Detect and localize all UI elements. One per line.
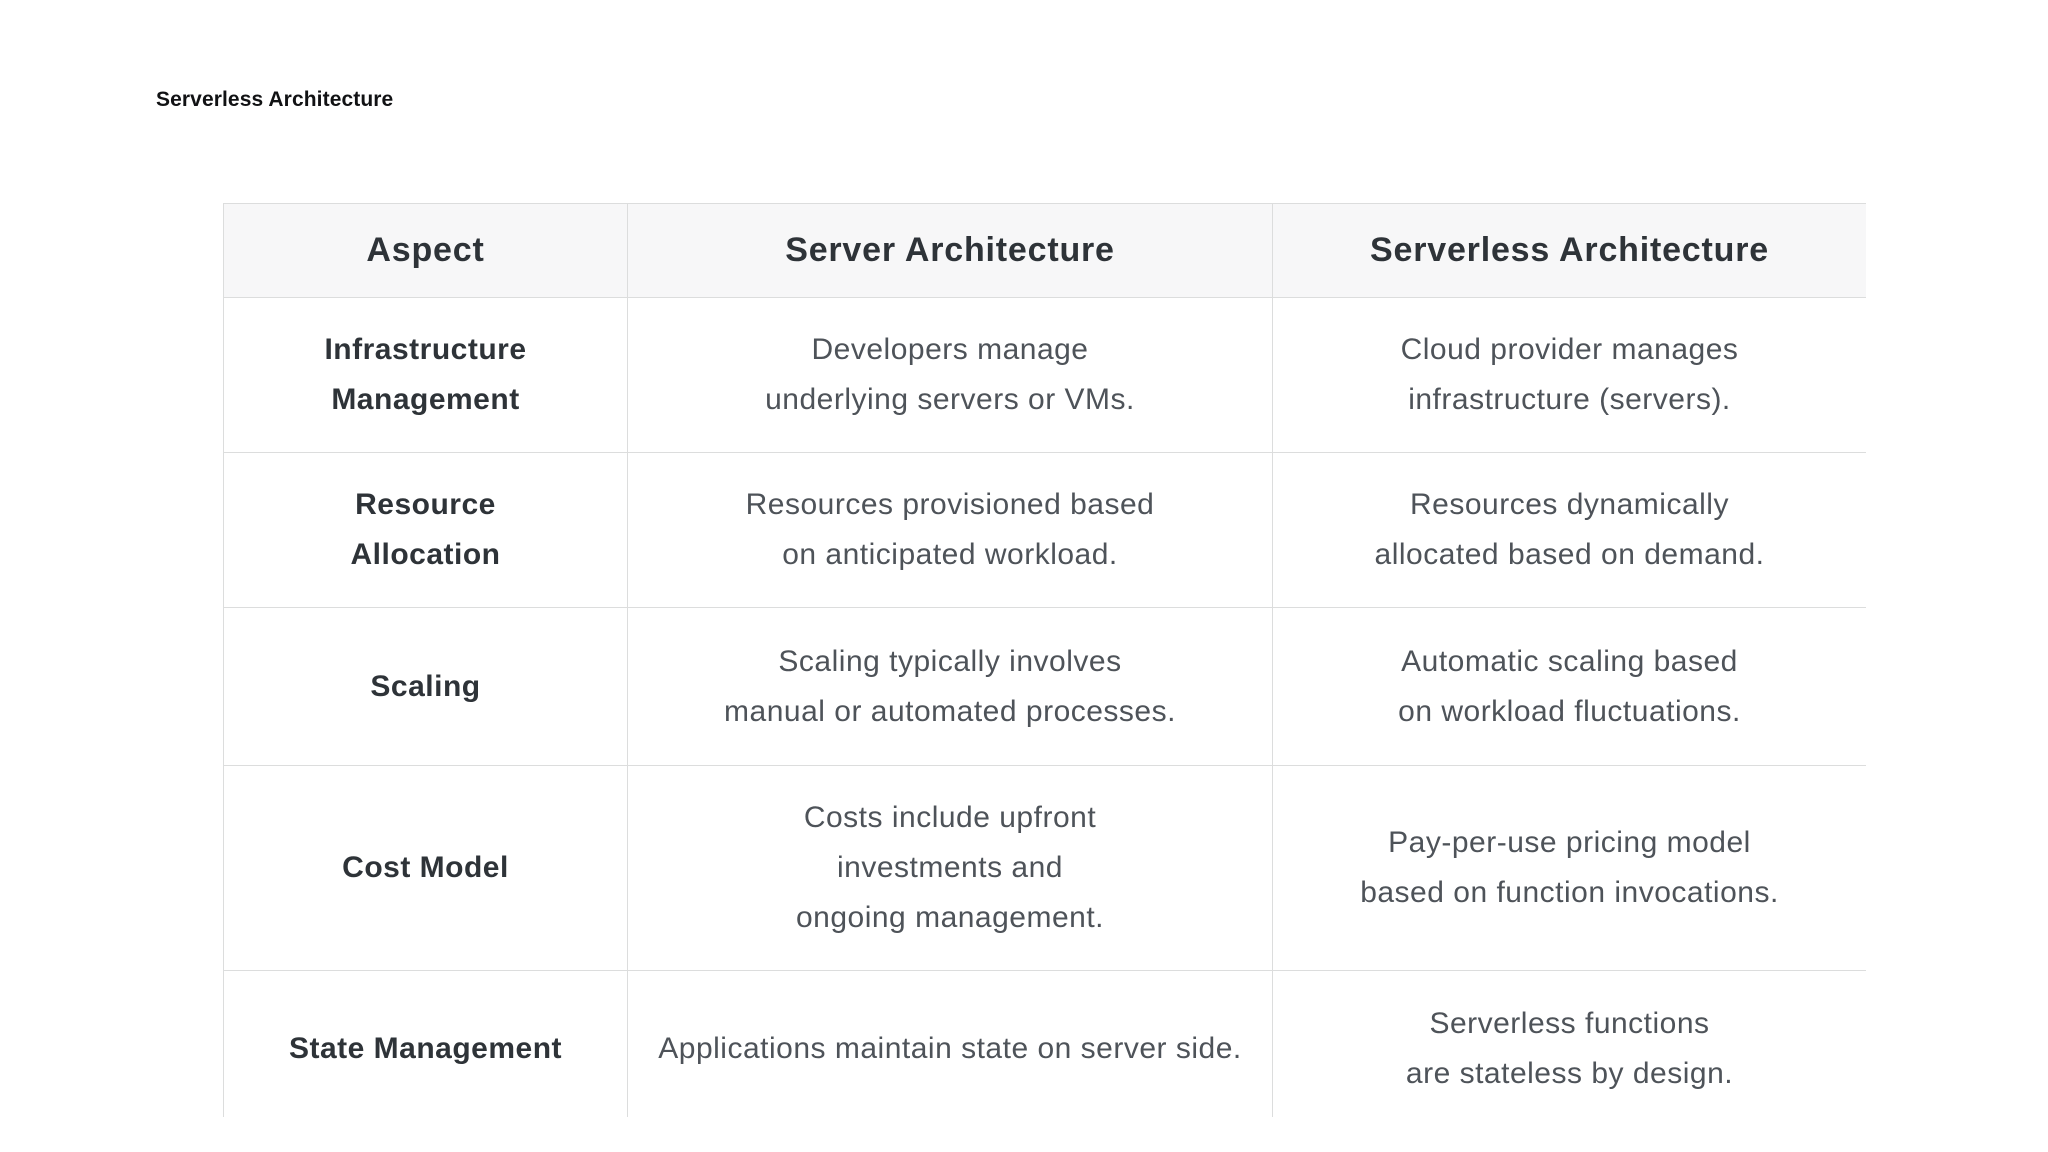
- row-label: State Management: [288, 1031, 563, 1065]
- table-row: Resource Allocation Resources provisione…: [224, 453, 1866, 608]
- cell-text: Pay-per-use pricing model based on funct…: [1360, 826, 1779, 909]
- cell-text: Cloud provider manages infrastructure (s…: [1400, 333, 1739, 416]
- column-header-label: Serverless Architecture: [1370, 231, 1769, 269]
- serverless-architecture-cell: Automatic scaling based on workload fluc…: [1273, 608, 1866, 765]
- cell-text: Scaling typically involves manual or aut…: [724, 644, 1176, 728]
- column-header-label: Aspect: [366, 231, 485, 269]
- cell-text: Developers manage underlying servers or …: [765, 333, 1135, 416]
- serverless-architecture-cell: Serverless functions are stateless by de…: [1273, 971, 1866, 1117]
- row-label-cell: State Management: [224, 971, 628, 1117]
- comparison-table: Aspect Server Architecture Serverless Ar…: [223, 203, 1866, 1117]
- cell-text: Applications maintain state on server si…: [658, 1031, 1242, 1065]
- serverless-architecture-cell: Resources dynamically allocated based on…: [1273, 453, 1866, 607]
- row-label: Scaling: [370, 669, 481, 703]
- server-architecture-cell: Resources provisioned based on anticipat…: [628, 453, 1273, 607]
- cell-text: Serverless functions are stateless by de…: [1405, 1006, 1734, 1090]
- row-label-cell: Scaling: [224, 608, 628, 765]
- column-header-label: Server Architecture: [785, 231, 1115, 269]
- row-label: Cost Model: [342, 851, 509, 884]
- serverless-architecture-cell: Pay-per-use pricing model based on funct…: [1273, 766, 1866, 970]
- column-header-serverless-architecture: Serverless Architecture: [1273, 204, 1866, 297]
- row-label: Infrastructure Management: [324, 333, 527, 416]
- cell-text: Costs include upfront investments and on…: [795, 801, 1105, 934]
- serverless-architecture-cell: Cloud provider manages infrastructure (s…: [1273, 298, 1866, 452]
- server-architecture-cell: Scaling typically involves manual or aut…: [628, 608, 1273, 765]
- row-label-cell: Cost Model: [224, 766, 628, 970]
- row-label-cell: Infrastructure Management: [224, 298, 628, 452]
- table-row: Cost Model Costs include upfront investm…: [224, 766, 1866, 971]
- column-header-aspect: Aspect: [224, 204, 628, 297]
- cell-text: Resources dynamically allocated based on…: [1374, 488, 1765, 571]
- table-row: Infrastructure Management Developers man…: [224, 298, 1866, 453]
- row-label-cell: Resource Allocation: [224, 453, 628, 607]
- cell-text: Automatic scaling based on workload fluc…: [1398, 644, 1741, 728]
- table-row: State Management Applications maintain s…: [224, 971, 1866, 1117]
- server-architecture-cell: Costs include upfront investments and on…: [628, 766, 1273, 970]
- table-row: Scaling Scaling typically involves manua…: [224, 608, 1866, 766]
- cell-text: Resources provisioned based on anticipat…: [745, 488, 1155, 571]
- page-title: Serverless Architecture: [156, 88, 394, 111]
- column-header-server-architecture: Server Architecture: [628, 204, 1273, 297]
- server-architecture-cell: Developers manage underlying servers or …: [628, 298, 1273, 452]
- row-label: Resource Allocation: [350, 488, 501, 571]
- table-header-row: Aspect Server Architecture Serverless Ar…: [224, 204, 1866, 298]
- server-architecture-cell: Applications maintain state on server si…: [628, 971, 1273, 1117]
